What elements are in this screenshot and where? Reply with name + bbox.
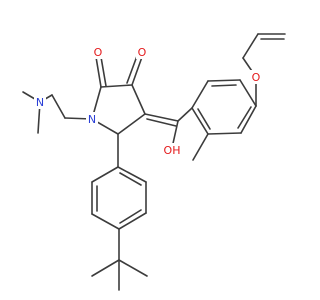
bond-ar4 bbox=[240, 105, 257, 134]
bond-c2-o-double bbox=[100, 56, 107, 87]
bond-tb-me3 bbox=[118, 259, 148, 277]
bond-ch2-ch bbox=[242, 33, 259, 59]
bond-ar3 bbox=[239, 79, 257, 107]
bond-c3-o bbox=[131, 56, 143, 86]
hydroxy-label: OH bbox=[164, 144, 181, 157]
enol-group bbox=[171, 107, 193, 149]
tert-butylphenyl-ring bbox=[91, 133, 148, 291]
bond-tb1 bbox=[117, 166, 147, 183]
bond-ch2-ch2 bbox=[51, 94, 66, 119]
bond-methyl bbox=[192, 133, 209, 161]
bond-ar1 bbox=[191, 80, 209, 109]
bond-tb-me2 bbox=[91, 259, 120, 277]
nitrogen-label-ring: N bbox=[88, 113, 96, 126]
structure-canvas: O O OH O N N bbox=[22, 33, 286, 291]
oxygen-label-ketone: O bbox=[138, 46, 147, 59]
bond-c4-c5 bbox=[117, 113, 146, 135]
bond-exo-aryl bbox=[177, 107, 193, 122]
bond-tb-inner-1 bbox=[119, 172, 142, 186]
bond-ar-inner-2 bbox=[237, 106, 252, 129]
bond-tb3 bbox=[118, 212, 147, 230]
bond-tb6 bbox=[91, 166, 119, 183]
bond-c4-exo-double bbox=[146, 118, 177, 127]
molecule-structure: O O OH O N N bbox=[22, 33, 286, 291]
bond-c3-c4 bbox=[131, 84, 146, 115]
atom-labels: O O OH O N N bbox=[34, 45, 262, 157]
bond-ar-inner-3 bbox=[197, 108, 211, 130]
bond-ar6 bbox=[191, 107, 209, 135]
bond-tb4 bbox=[91, 213, 120, 230]
bond-tb-inner-2 bbox=[119, 209, 142, 224]
oxygen-label-ring-carbonyl: O bbox=[94, 46, 103, 59]
methylphenyl-ring bbox=[191, 33, 286, 161]
bond-ar-inner-1 bbox=[211, 84, 237, 87]
bond-ar2 bbox=[207, 79, 241, 82]
dimethylaminoethyl-chain bbox=[22, 91, 93, 134]
bond-c3-o-double bbox=[126, 55, 138, 84]
bond-ar5 bbox=[207, 132, 242, 135]
bond-c4-exo bbox=[144, 113, 179, 122]
pyrrolidine-ring bbox=[91, 55, 179, 135]
bond-c2-o bbox=[95, 56, 102, 88]
nitrogen-label-amine: N bbox=[36, 96, 44, 109]
oxygen-label-ether: O bbox=[252, 71, 261, 84]
